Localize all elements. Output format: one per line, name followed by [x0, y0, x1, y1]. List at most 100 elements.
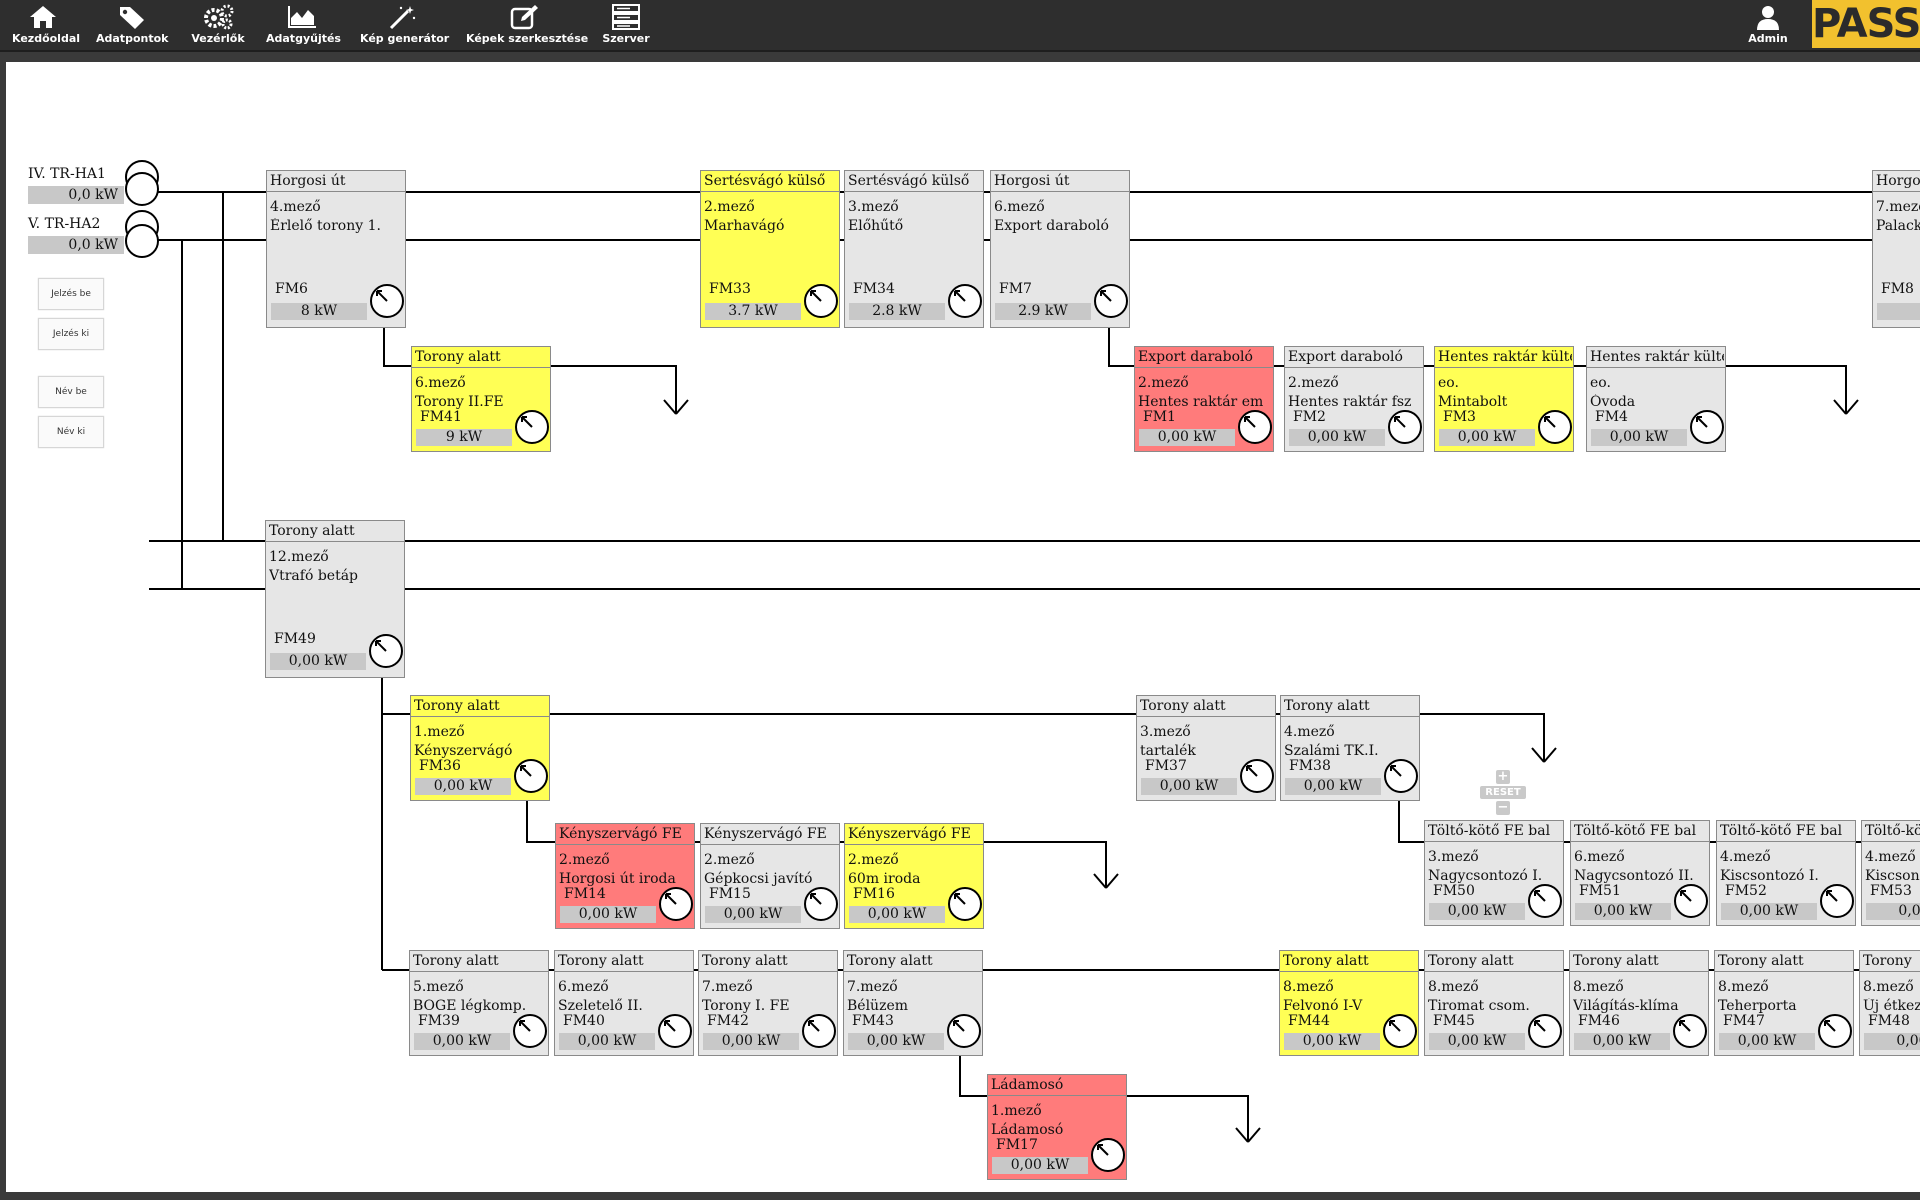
nav-controllers[interactable]: Vezérlők	[190, 4, 246, 48]
meter-gauge-icon	[658, 1014, 692, 1048]
meter-field: 2.mező	[704, 199, 755, 215]
zoom-out-button[interactable]: −	[1496, 800, 1510, 815]
meter-title: Torony alatt	[702, 953, 788, 969]
title-divider	[412, 367, 550, 368]
meter-value: 0,00 kW	[415, 778, 511, 795]
meter-description: Kényszervágó	[414, 743, 513, 759]
meter-id: FM39	[418, 1013, 460, 1029]
meter-id: FM33	[709, 281, 751, 297]
meter-description: Nagycsontozó II.	[1574, 868, 1694, 884]
user-menu[interactable]: Admin	[1748, 4, 1788, 48]
nav-image-editor[interactable]: Képek szerkesztése	[466, 4, 588, 48]
nav-image-generator[interactable]: Kép generátor	[360, 4, 449, 48]
user-label: Admin	[1748, 32, 1788, 45]
title-divider	[266, 541, 404, 542]
meter-value: 0,00 kW	[1721, 903, 1817, 920]
meter-title: Torony alatt	[558, 953, 644, 969]
signal-off-button[interactable]: Jelzés ki	[38, 318, 104, 350]
meter-id: FM3	[1443, 409, 1476, 425]
diagram-canvas[interactable]: IV. TR-HA1 0,0 kW V. TR-HA2 0,0 kW Jelzé…	[6, 62, 1920, 1192]
source-value: 0,0 kW	[28, 236, 124, 254]
title-divider	[1425, 971, 1563, 972]
meter-value: 0,00 kW	[414, 1033, 510, 1050]
nav-label: Kezdőoldal	[12, 32, 81, 45]
nav-server[interactable]: Szerver	[602, 4, 650, 48]
meter-title: Kényszervágó FE	[848, 826, 971, 842]
meter-gauge-icon	[1238, 410, 1272, 444]
meter-value: 8 kW	[271, 303, 367, 320]
meter-id: FM51	[1579, 883, 1621, 899]
meter-title: Torony	[1863, 953, 1912, 969]
meter-title: Torony alatt	[414, 698, 500, 714]
meter-field: 3.mező	[1140, 724, 1191, 740]
title-divider	[1570, 971, 1708, 972]
meter-id: FM48	[1868, 1013, 1910, 1029]
meter-description: Hentes raktár fsz	[1288, 394, 1412, 410]
meter-value: 0	[1877, 303, 1920, 320]
zoom-in-button[interactable]: +	[1496, 769, 1510, 784]
meter-description: Torony I. FE	[702, 998, 790, 1014]
meter-gauge-icon	[947, 1014, 981, 1048]
meter-id: FM8	[1881, 281, 1914, 297]
zoom-reset-button[interactable]: RESET	[1480, 786, 1526, 799]
meter-id: FM52	[1725, 883, 1767, 899]
meter-value: 0,00 kW	[560, 906, 656, 923]
meter-description: Szeletelő II.	[558, 998, 643, 1014]
meter-id: FM7	[999, 281, 1032, 297]
meter-gauge-icon	[1388, 410, 1422, 444]
meter-value: 0,00 kW	[1575, 903, 1671, 920]
meter-description: Horgosi út iroda	[559, 871, 676, 887]
meter-id: FM36	[419, 758, 461, 774]
meter-id: FM42	[707, 1013, 749, 1029]
meter-title: Horgosi út	[994, 173, 1070, 189]
meter-id: FM50	[1433, 883, 1475, 899]
nav-datapoints[interactable]: Adatpontok	[96, 4, 168, 48]
meter-title: Export daraboló	[1288, 349, 1403, 365]
signal-on-button[interactable]: Jelzés be	[38, 278, 104, 310]
nav-data-collection[interactable]: Adatgyűjtés	[266, 4, 341, 48]
meter-title: Sertésvágó külső	[848, 173, 970, 189]
name-on-button[interactable]: Név be	[38, 376, 104, 408]
nav-home[interactable]: Kezdőoldal	[12, 4, 80, 48]
meter-value: 0,00 kW	[1439, 429, 1535, 446]
meter-gauge-icon	[1674, 884, 1708, 918]
title-divider	[1717, 841, 1855, 842]
meter-description: Palack	[1876, 218, 1920, 234]
name-off-button[interactable]: Név ki	[38, 416, 104, 448]
meter-value: 0,00 kW	[849, 906, 945, 923]
meter-box-fm8[interactable]: Horgosi út7.mezőPalackFM80	[1872, 170, 1920, 328]
meter-description: Érlelő torony 1.	[270, 218, 381, 234]
meter-id: FM43	[852, 1013, 894, 1029]
meter-title: Hentes raktár kültér	[1590, 349, 1724, 365]
